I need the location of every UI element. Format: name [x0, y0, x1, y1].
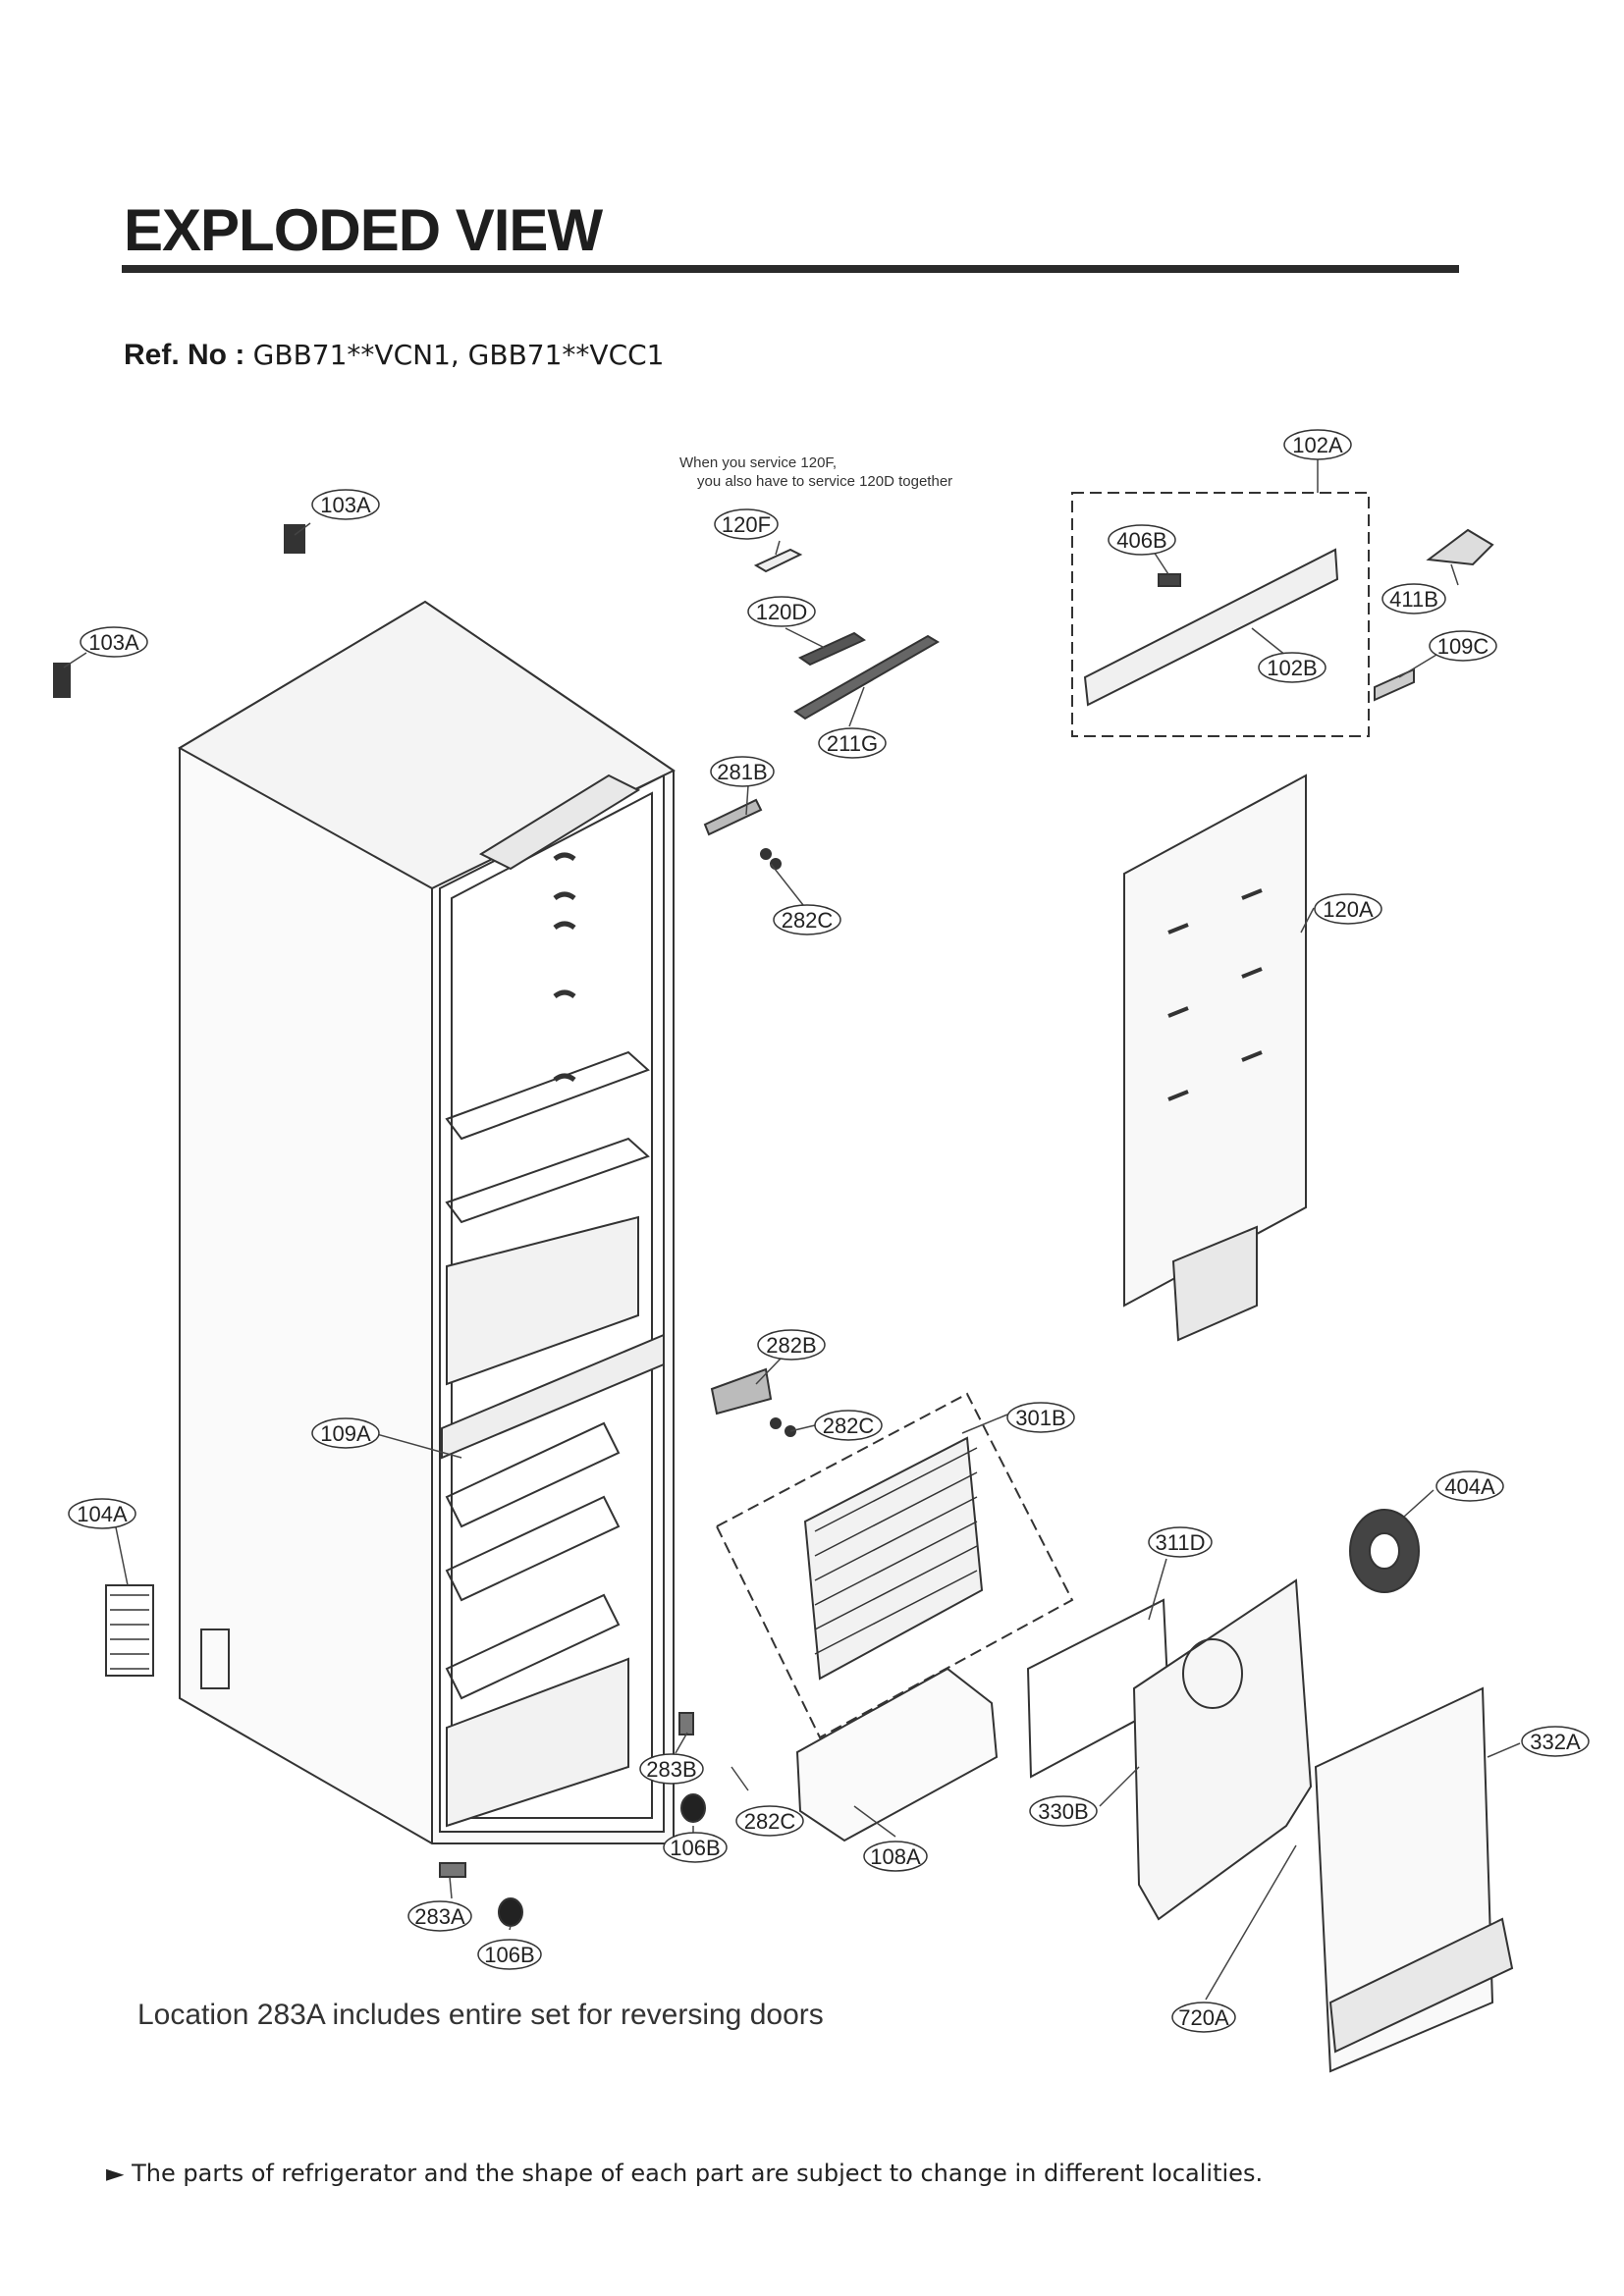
svg-text:282C: 282C — [823, 1414, 875, 1438]
callout-109C: 109C — [1429, 630, 1497, 662]
callout-411B: 411B — [1381, 583, 1446, 614]
callout-109A: 109A — [311, 1417, 380, 1449]
callout-282C-mid: 282C — [814, 1410, 883, 1441]
page-title: EXPLODED VIEW — [124, 197, 603, 263]
svg-text:282C: 282C — [782, 908, 834, 933]
svg-text:109A: 109A — [320, 1421, 371, 1446]
part-332A — [1314, 1686, 1514, 2073]
callout-330B: 330B — [1029, 1795, 1098, 1827]
svg-text:120F: 120F — [722, 512, 771, 537]
svg-text:104A: 104A — [77, 1502, 128, 1526]
callout-104A: 104A — [68, 1498, 136, 1529]
part-104A — [105, 1584, 154, 1677]
part-281B — [703, 798, 782, 870]
callout-102A: 102A — [1283, 429, 1352, 460]
svg-text:281B: 281B — [717, 760, 767, 784]
footer-note: ► The parts of refrigerator and the shap… — [106, 2160, 1263, 2187]
part-120A — [1123, 774, 1307, 1342]
part-106B-mid — [680, 1793, 706, 1823]
callouts: 102A 103A 103A 120F 120D 211G 406B 102B … — [68, 429, 1590, 2033]
callout-102B: 102B — [1258, 652, 1326, 683]
part-211G — [793, 634, 940, 721]
callout-103A-top: 103A — [311, 489, 380, 520]
svg-text:102A: 102A — [1292, 433, 1343, 457]
svg-text:720A: 720A — [1178, 2005, 1229, 2030]
svg-text:120D: 120D — [756, 600, 808, 624]
ref-label: Ref. No : — [124, 339, 245, 371]
callout-120A: 120A — [1314, 893, 1382, 925]
callout-404A: 404A — [1435, 1470, 1504, 1502]
svg-text:311D: 311D — [1156, 1530, 1206, 1555]
svg-text:332A: 332A — [1530, 1730, 1581, 1754]
svg-text:330B: 330B — [1038, 1799, 1088, 1824]
callout-106B-mid: 106B — [663, 1832, 728, 1863]
callout-283A: 283A — [407, 1900, 472, 1932]
svg-text:282C: 282C — [744, 1809, 796, 1834]
part-283B — [678, 1712, 694, 1735]
location-note: Location 283A includes entire set for re… — [137, 1999, 824, 2031]
cabinet — [177, 600, 676, 1844]
svg-text:103A: 103A — [88, 630, 139, 655]
service-note-line1: When you service 120F, — [679, 454, 837, 471]
part-283A — [439, 1862, 466, 1878]
ref-number: Ref. No : GBB71**VCN1, GBB71**VCC1 — [124, 339, 665, 372]
callout-103A-left: 103A — [80, 626, 148, 658]
part-120D — [797, 631, 867, 667]
callout-311D: 311D — [1148, 1526, 1213, 1558]
part-301B-frame — [715, 1392, 1074, 1739]
part-411B — [1426, 528, 1494, 566]
svg-text:406B: 406B — [1116, 528, 1166, 553]
svg-text:211G: 211G — [827, 731, 878, 756]
svg-text:109C: 109C — [1437, 634, 1489, 659]
callout-120F: 120F — [714, 508, 779, 540]
service-note-line2: you also have to service 120D together — [697, 473, 952, 490]
callout-106B-bot: 106B — [477, 1939, 542, 1970]
callout-283B: 283B — [639, 1753, 704, 1785]
part-102A-frame — [1071, 492, 1370, 737]
svg-text:106B: 106B — [670, 1836, 720, 1860]
part-330B — [1132, 1578, 1313, 1921]
leader-lines — [63, 458, 1521, 2001]
svg-text:283B: 283B — [646, 1757, 696, 1782]
part-106B-bot — [498, 1897, 523, 1927]
svg-text:106B: 106B — [484, 1943, 534, 1967]
callout-120D: 120D — [747, 596, 816, 627]
callout-332A: 332A — [1521, 1726, 1590, 1757]
part-103A-left — [53, 663, 71, 698]
callout-108A: 108A — [863, 1841, 928, 1872]
footer-note-text: The parts of refrigerator and the shape … — [132, 2160, 1264, 2187]
svg-text:411B: 411B — [1389, 587, 1438, 612]
callout-720A: 720A — [1171, 2002, 1236, 2033]
part-282B — [710, 1367, 796, 1437]
part-120F — [753, 548, 803, 573]
svg-text:120A: 120A — [1323, 897, 1374, 922]
triangle-bullet-icon: ► — [106, 2160, 125, 2187]
svg-text:103A: 103A — [320, 493, 371, 517]
svg-text:102B: 102B — [1267, 656, 1317, 680]
callout-406B: 406B — [1108, 524, 1176, 556]
svg-text:283A: 283A — [414, 1904, 465, 1929]
ref-models: GBB71**VCN1, GBB71**VCC1 — [252, 339, 665, 371]
callout-282C-top: 282C — [773, 904, 841, 935]
part-109C — [1374, 667, 1415, 702]
svg-text:282B: 282B — [766, 1333, 816, 1358]
title-rule — [122, 265, 1459, 273]
callout-281B: 281B — [710, 756, 775, 787]
part-404A — [1349, 1509, 1420, 1593]
svg-text:404A: 404A — [1444, 1474, 1495, 1499]
callout-301B: 301B — [1006, 1402, 1075, 1433]
svg-text:301B: 301B — [1015, 1406, 1065, 1430]
svg-text:108A: 108A — [870, 1844, 921, 1869]
callout-282C-bot: 282C — [735, 1805, 804, 1837]
callout-211G: 211G — [818, 727, 887, 759]
callout-282B: 282B — [757, 1329, 826, 1361]
part-108A — [795, 1667, 999, 1842]
